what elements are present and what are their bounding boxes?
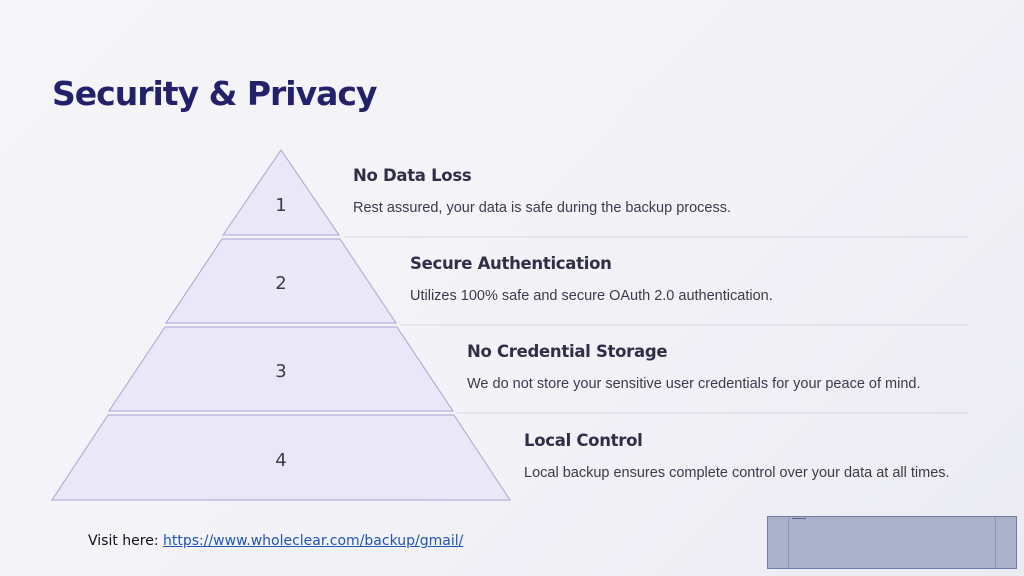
tier-1-text: No Data Loss Rest assured, your data is …	[353, 166, 731, 216]
tier-2-text: Secure Authentication Utilizes 100% safe…	[410, 254, 773, 304]
footer-label: Visit here:	[88, 533, 163, 549]
placeholder-box	[767, 516, 1017, 569]
tier-4-description: Local backup ensures complete control ov…	[524, 465, 950, 481]
placeholder-box-left-rule	[788, 517, 789, 568]
tier-2-description: Utilizes 100% safe and secure OAuth 2.0 …	[410, 288, 773, 304]
tier-3-heading: No Credential Storage	[467, 342, 668, 361]
pyramid-tier-2	[165, 238, 397, 324]
pyramid-tier-3	[108, 326, 454, 412]
placeholder-box-tick	[792, 518, 806, 519]
slide-title: Security & Privacy	[52, 74, 377, 113]
pyramid-tier-4	[51, 414, 511, 501]
tier-4-text: Local Control Local backup ensures compl…	[524, 431, 950, 481]
tier-number-1: 1	[275, 195, 286, 216]
pyramid-tier-1	[222, 149, 340, 236]
tier-1-heading: No Data Loss	[353, 166, 472, 185]
tier-3-description: We do not store your sensitive user cred…	[467, 376, 921, 392]
tier-number-4: 4	[275, 450, 286, 471]
tier-1-description: Rest assured, your data is safe during t…	[353, 200, 732, 216]
placeholder-box-right-rule	[995, 517, 996, 568]
footer-link[interactable]: https://www.wholeclear.com/backup/gmail/	[163, 533, 464, 549]
footer: Visit here: https://www.wholeclear.com/b…	[88, 533, 463, 549]
tier-number-3: 3	[275, 361, 286, 382]
tier-4-heading: Local Control	[524, 431, 643, 450]
tier-2-heading: Secure Authentication	[410, 254, 612, 273]
tier-number-2: 2	[275, 273, 286, 294]
tier-3-text: No Credential Storage We do not store yo…	[467, 342, 921, 392]
